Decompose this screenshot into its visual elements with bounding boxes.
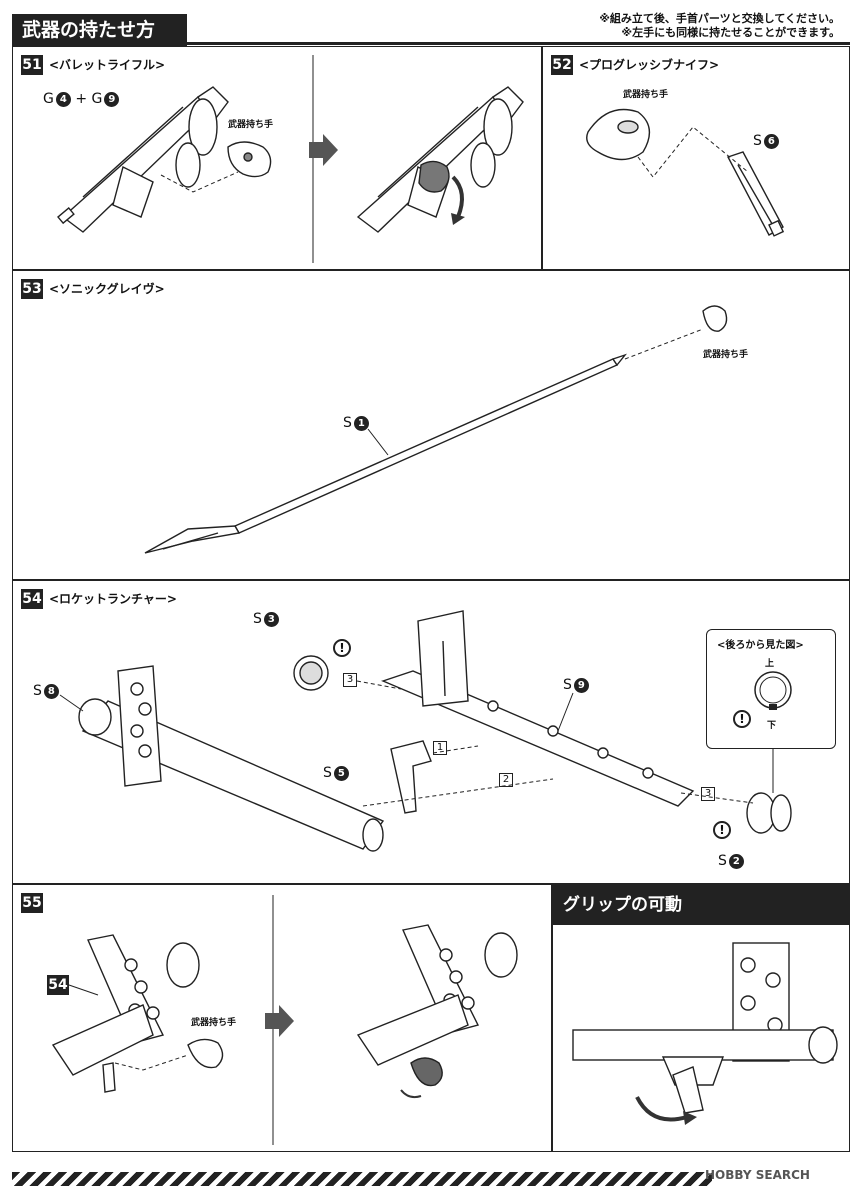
part-badge: 8 [43,683,59,699]
step-number: 51 [21,55,43,75]
step-number: 53 [21,279,43,299]
launcher-hold-illustration [51,895,518,1145]
section-header: 武器の持たせ方 [12,14,850,46]
hand-label: 武器持ち手 [623,90,669,100]
launcher-illustration [59,610,792,852]
rifle-illustration [57,55,524,263]
step-title: <プログレッシブナイフ> [579,58,720,72]
down-label: 下 [767,721,777,731]
order-box-2: 2 [499,773,513,787]
header-notes: ※組み立て後、手首パーツと交換してください。 ※左手にも同様に持たせることができ… [599,12,840,40]
part-badge: 1 [353,415,369,431]
page-title: 武器の持たせ方 [12,14,187,46]
step-title: <ロケットランチャー> [49,592,177,606]
part-badge: 3 [263,611,279,627]
footer-stripes [12,1172,712,1186]
ref-step-number: 54 [47,975,69,995]
step-title: <バレットライフル> [49,58,166,72]
caution-mark: ! [733,710,751,728]
caution-mark: ! [713,821,731,839]
part-badge: 4 [55,91,71,107]
note-line-2: ※左手にも同様に持たせることができます。 [621,26,840,39]
hand-label: 武器持ち手 [191,1018,237,1028]
hand-label: 武器持ち手 [703,350,749,360]
up-label: 上 [765,659,775,669]
part-badge: 2 [728,853,744,869]
grip-illustration [572,942,838,1125]
order-box-3: 3 [343,673,357,687]
glaive-illustration [144,305,728,554]
part-badge: 5 [333,765,349,781]
step-number: 54 [21,589,43,609]
part-badge: 9 [573,677,589,693]
step-number: 52 [551,55,573,75]
rear-view-box: <後ろから見た図> 上 下 ! [706,629,836,749]
caution-mark: ! [333,639,351,657]
grip-panel: グリップの可動 [552,884,850,1152]
knife-illustration [586,108,785,237]
note-line-1: ※組み立て後、手首パーツと交換してください。 [599,12,840,25]
watermark-logo: HOBBY SEARCH [705,1168,810,1182]
rear-view-illustration [754,671,792,710]
rear-view-title: <後ろから見た図> [717,640,804,651]
header-rule [187,42,850,45]
part-badge: 9 [104,91,120,107]
part-badge: 6 [763,133,779,149]
hand-label: 武器持ち手 [228,120,274,130]
step-55-panel: 55 54 武器持ち手 [12,884,552,1152]
step-number: 55 [21,893,43,913]
grip-title: グリップの可動 [553,885,849,925]
step-title: <ソニックグレイヴ> [49,282,165,296]
